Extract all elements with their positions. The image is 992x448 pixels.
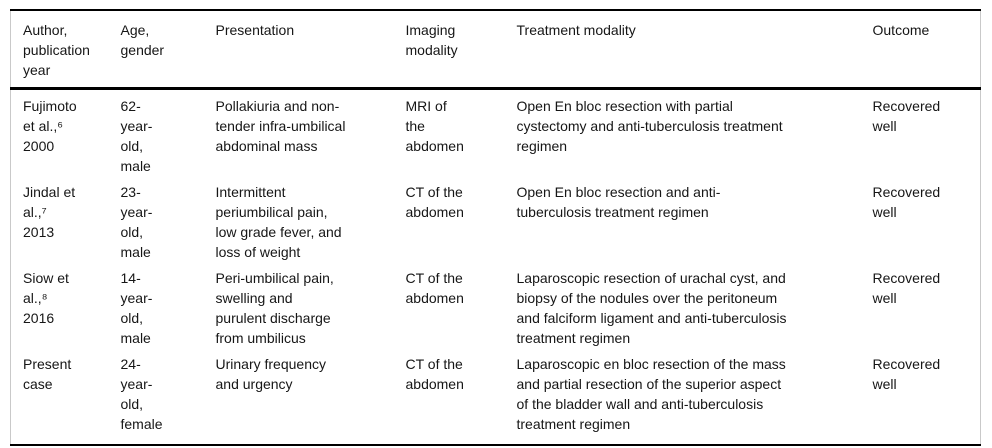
cell-imaging-modality: CT of the abdomen	[405, 356, 464, 392]
column-header-presentation: Presentation	[215, 22, 295, 38]
cell-outcome: Recovered well	[872, 270, 941, 306]
cell-treatment-modality: Laparoscopic en bloc resection of the ma…	[516, 356, 786, 432]
column-header-imaging-modality: Imaging modality	[405, 22, 458, 58]
cell-author: Present case	[23, 356, 72, 392]
cell-presentation: Intermittent periumbilical pain, low gra…	[215, 184, 342, 260]
cell-outcome: Recovered well	[872, 184, 941, 220]
cell-age-gender: 62- year- old, male	[120, 98, 153, 174]
table-row-present-case: Present case 24- year- old, female Urina…	[11, 348, 981, 445]
column-header-outcome: Outcome	[872, 22, 930, 38]
cell-imaging-modality: CT of the abdomen	[405, 270, 464, 306]
table-row-siow: Siow et al.,⁸ 2016 14- year- old, male P…	[11, 262, 981, 348]
cell-imaging-modality: CT of the abdomen	[405, 184, 464, 220]
cell-outcome: Recovered well	[872, 98, 941, 134]
cell-outcome: Recovered well	[872, 356, 941, 392]
cell-age-gender: 23- year- old, male	[120, 184, 153, 260]
column-header-age-gender: Age, gender	[120, 22, 165, 58]
header-row: Author, publication year Age, gender Pre…	[10, 10, 981, 89]
table-row-jindal: Jindal et al.,⁷ 2013 23- year- old, male…	[11, 176, 981, 262]
cell-author: Jindal et al.,⁷ 2013	[23, 184, 76, 240]
column-header-author-publication-year: Author, publication year	[23, 22, 90, 78]
cell-imaging-modality: MRI of the abdomen	[405, 98, 464, 154]
cell-presentation: Pollakiuria and non- tender infra-umbili…	[215, 98, 346, 154]
column-header-treatment-modality: Treatment modality	[516, 22, 636, 38]
cell-age-gender: 14- year- old, male	[120, 270, 153, 346]
cell-treatment-modality: Open En bloc resection with partial cyst…	[516, 98, 783, 154]
cell-treatment-modality: Open En bloc resection and anti- tubercu…	[516, 184, 721, 220]
case-summary-table: Author, publication year Age, gender Pre…	[10, 9, 981, 446]
table-row-fujimoto: Fujimoto et al.,⁶ 2000 62- year- old, ma…	[11, 89, 981, 177]
cell-age-gender: 24- year- old, female	[120, 356, 163, 432]
cell-presentation: Peri-umbilical pain, swelling and purule…	[215, 270, 334, 346]
cell-author: Siow et al.,⁸ 2016	[23, 270, 69, 326]
cell-presentation: Urinary frequency and urgency	[215, 356, 327, 392]
cell-author: Fujimoto et al.,⁶ 2000	[23, 98, 77, 154]
cell-treatment-modality: Laparoscopic resection of urachal cyst, …	[516, 270, 787, 346]
